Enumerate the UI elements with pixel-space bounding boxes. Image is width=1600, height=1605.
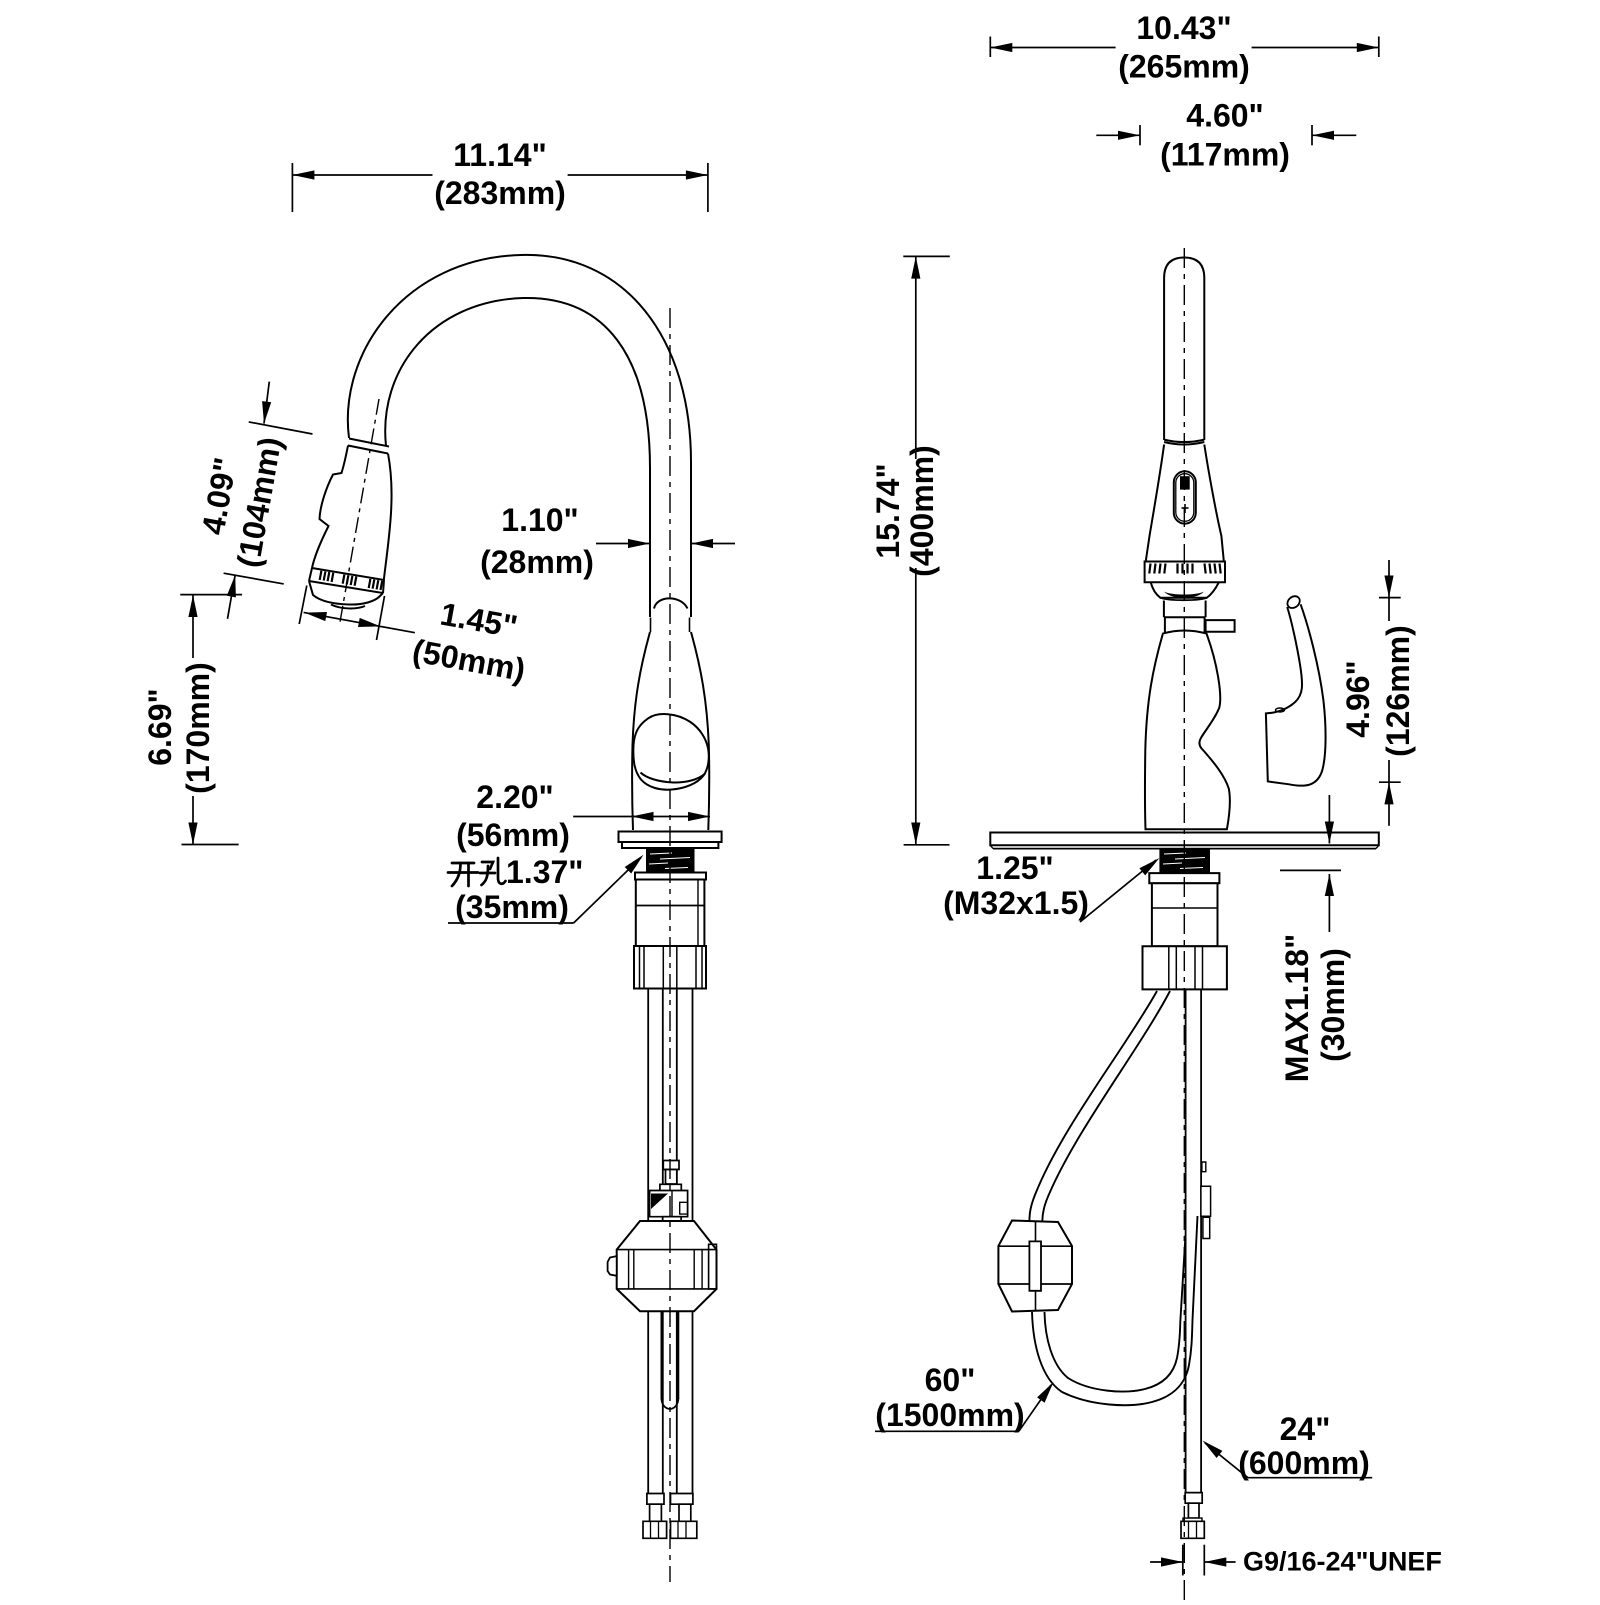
svg-text:(35mm): (35mm) bbox=[455, 889, 569, 925]
svg-text:MAX1.18": MAX1.18" bbox=[1279, 934, 1315, 1083]
svg-text:G9/16-24"UNEF: G9/16-24"UNEF bbox=[1243, 1547, 1442, 1577]
svg-text:1.10": 1.10" bbox=[501, 502, 578, 538]
svg-text:(117mm): (117mm) bbox=[1160, 137, 1290, 173]
svg-text:2.20": 2.20" bbox=[476, 779, 553, 815]
svg-text:1.37": 1.37" bbox=[506, 854, 583, 890]
svg-text:(170mm): (170mm) bbox=[180, 662, 216, 794]
svg-text:60": 60" bbox=[925, 1362, 976, 1398]
svg-text:10.43": 10.43" bbox=[1136, 10, 1231, 46]
svg-text:(1500mm): (1500mm) bbox=[875, 1397, 1024, 1433]
svg-text:(M32x1.5): (M32x1.5) bbox=[943, 885, 1089, 921]
svg-text:(126mm): (126mm) bbox=[1380, 625, 1416, 757]
svg-text:11.14": 11.14" bbox=[453, 137, 546, 173]
svg-text:(28mm): (28mm) bbox=[480, 544, 594, 580]
svg-text:(30mm): (30mm) bbox=[1315, 948, 1351, 1062]
svg-text:(283mm): (283mm) bbox=[434, 175, 566, 211]
svg-text:(265mm): (265mm) bbox=[1118, 49, 1250, 85]
svg-text:15.74": 15.74" bbox=[870, 463, 906, 558]
svg-text:6.69": 6.69" bbox=[142, 688, 178, 765]
svg-text:4.60": 4.60" bbox=[1186, 98, 1263, 134]
svg-text:(400mm): (400mm) bbox=[904, 445, 940, 577]
svg-text:24": 24" bbox=[1280, 1411, 1331, 1447]
svg-text:(56mm): (56mm) bbox=[456, 817, 570, 853]
svg-text:4.96": 4.96" bbox=[1340, 660, 1376, 737]
svg-text:1.25": 1.25" bbox=[976, 850, 1053, 886]
svg-text:(600mm): (600mm) bbox=[1238, 1445, 1370, 1481]
